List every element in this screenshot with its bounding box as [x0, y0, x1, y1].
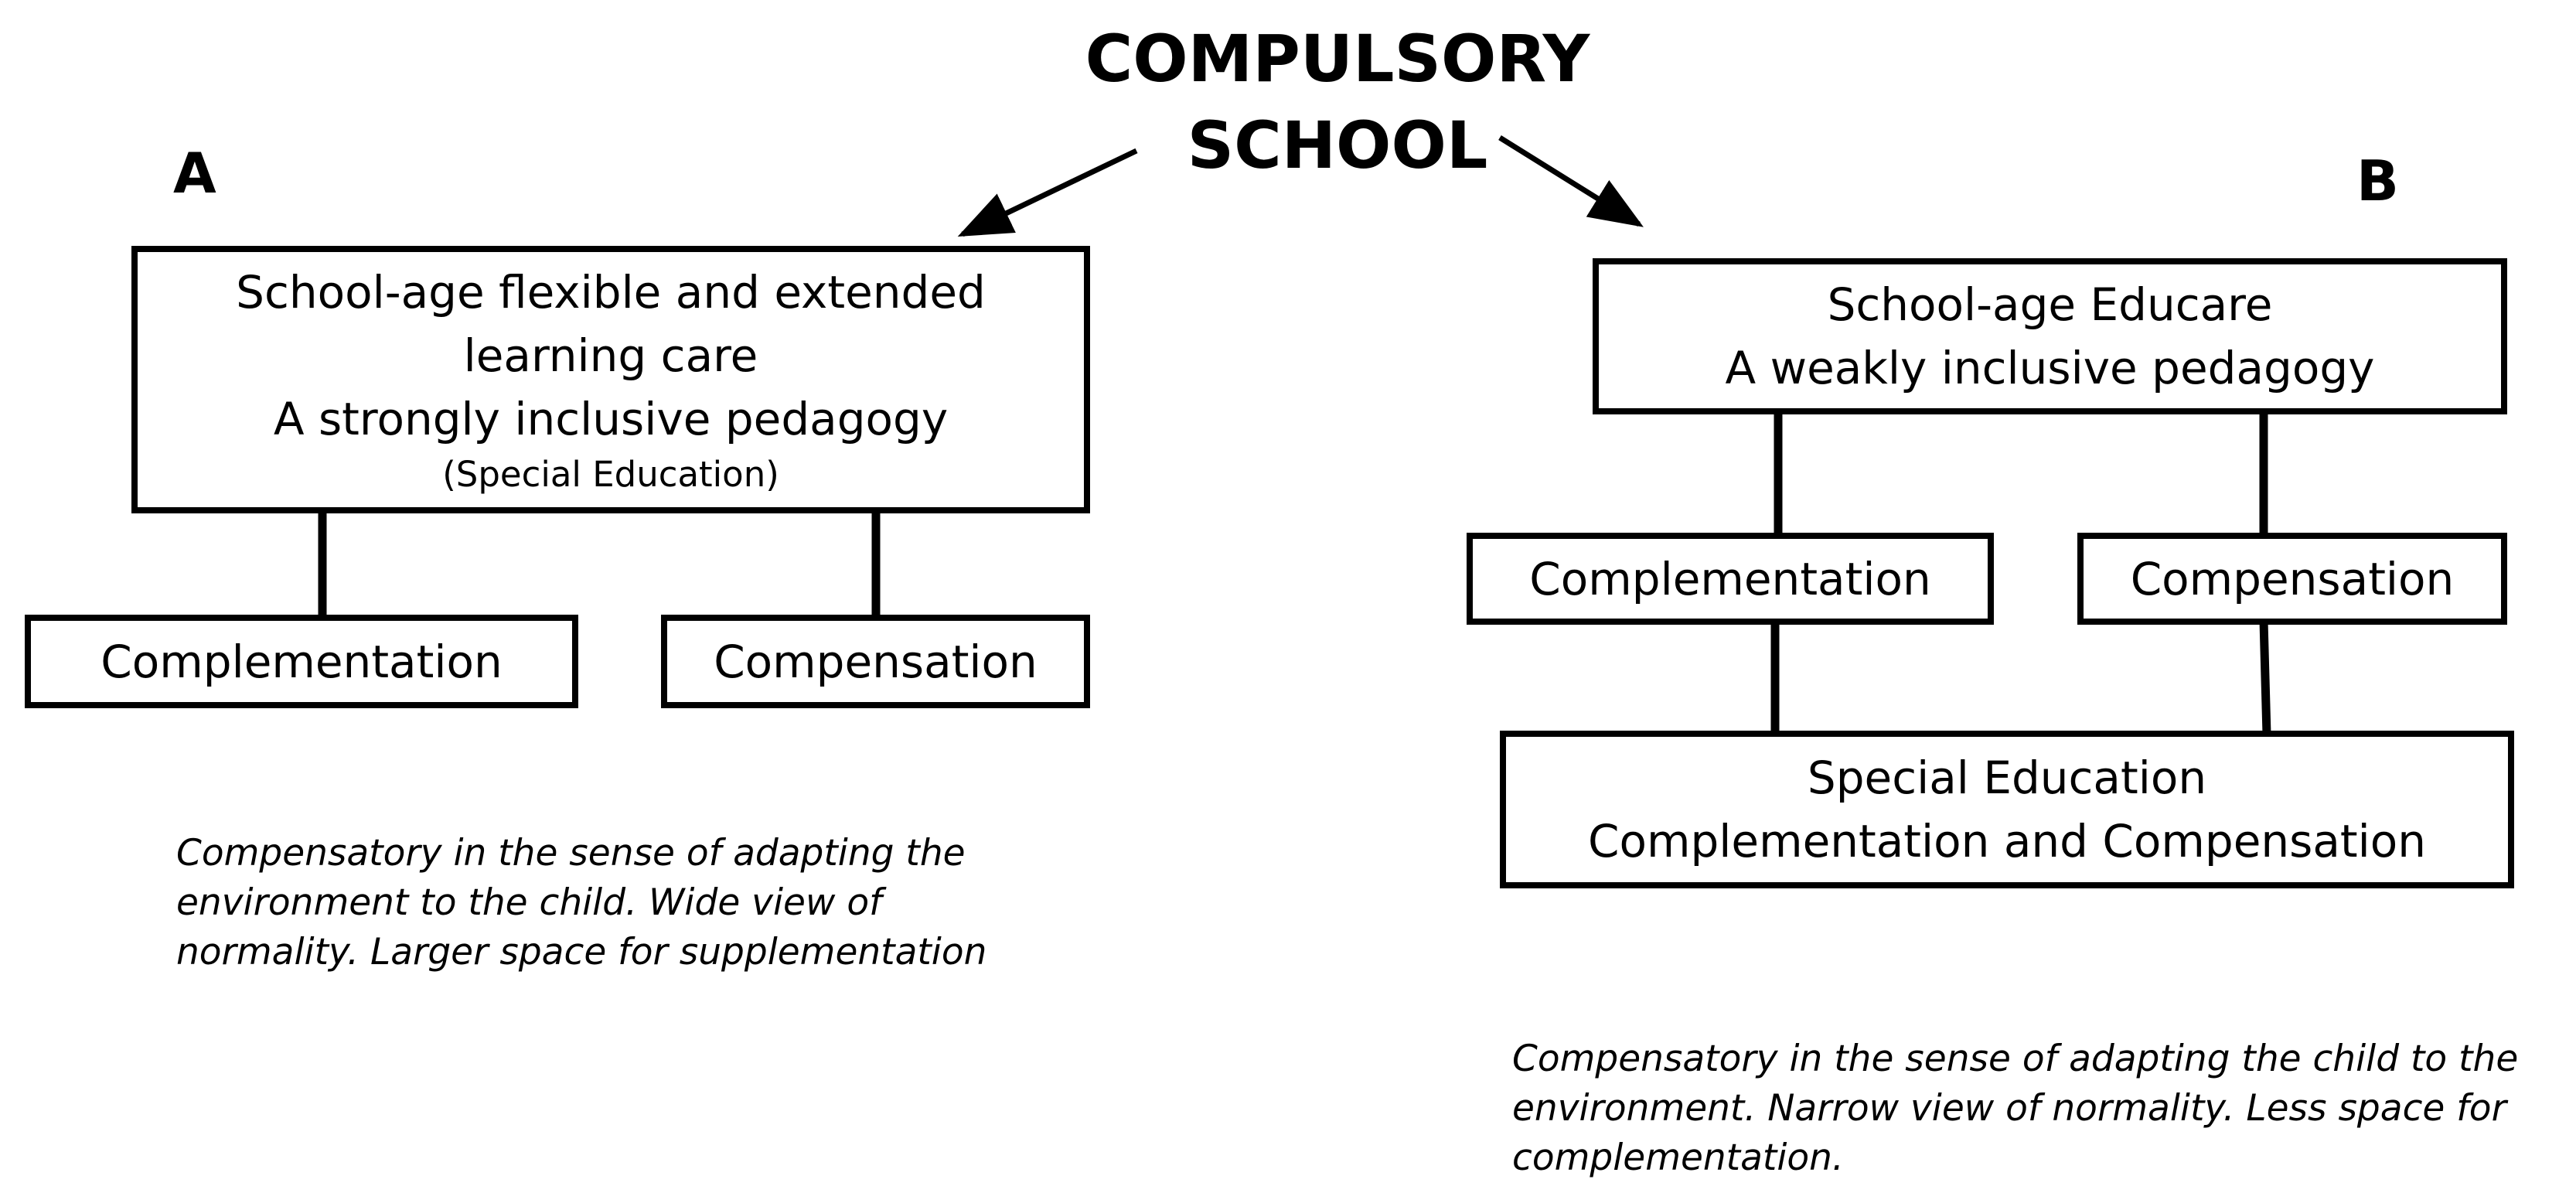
panel-a-note-line-1: Compensatory in the sense of adapting th…	[176, 832, 966, 874]
panel-a-main-line-1: School-age flexible and extended	[236, 266, 986, 319]
panel-a-main-line-3: A strongly inclusive pedagogy	[273, 393, 949, 445]
panel-b-main-line-1: School-age Educare	[1827, 278, 2273, 331]
diagram-title: COMPULSORY SCHOOL	[1067, 15, 1608, 189]
title-line-2: SCHOOL	[1187, 107, 1488, 183]
panel-a-note-line-2: environment to the child. Wide view of	[176, 881, 882, 924]
arrow-to-a	[957, 148, 1138, 237]
arrow-to-b	[1498, 135, 1644, 227]
panel-a-main-line-4: (Special Education)	[442, 454, 779, 495]
panel-b-complementation-box: Complementation	[1467, 533, 1994, 625]
panel-a-note: Compensatory in the sense of adapting th…	[176, 829, 1104, 977]
panel-a-main-line-2: learning care	[463, 329, 758, 382]
panel-b-note: Compensatory in the sense of adapting th…	[1512, 1035, 2571, 1183]
panel-b-note-line-1: Compensatory in the sense of adapting th…	[1512, 1038, 2519, 1080]
panel-b-compensation-box: Compensation	[2077, 533, 2507, 625]
panel-b-note-line-2: environment. Narrow view of normality. L…	[1512, 1087, 2506, 1130]
panel-a-compensation-box: Compensation	[661, 615, 1090, 708]
panel-b-special-education-box: Special Education Complementation and Co…	[1500, 731, 2514, 888]
panel-b-main-box: School-age Educare A weakly inclusive pe…	[1593, 258, 2507, 414]
panel-b-note-line-3: complementation.	[1512, 1137, 1844, 1179]
panel-a-letter: A	[173, 141, 216, 206]
panel-b-bottom-line-2: Complementation and Compensation	[1587, 815, 2427, 867]
panel-a-note-line-3: normality. Larger space for supplementat…	[176, 931, 987, 973]
panel-a-main-box: School-age flexible and extended learnin…	[131, 246, 1090, 513]
panel-a-complementation-box: Complementation	[25, 615, 578, 708]
panel-b-letter: B	[2356, 148, 2399, 213]
panel-b-main-line-2: A weakly inclusive pedagogy	[1725, 342, 2375, 394]
panel-b-bottom-line-1: Special Education	[1807, 752, 2207, 804]
connector-b-right-bottom	[2259, 620, 2271, 735]
title-line-1: COMPULSORY	[1085, 21, 1590, 97]
